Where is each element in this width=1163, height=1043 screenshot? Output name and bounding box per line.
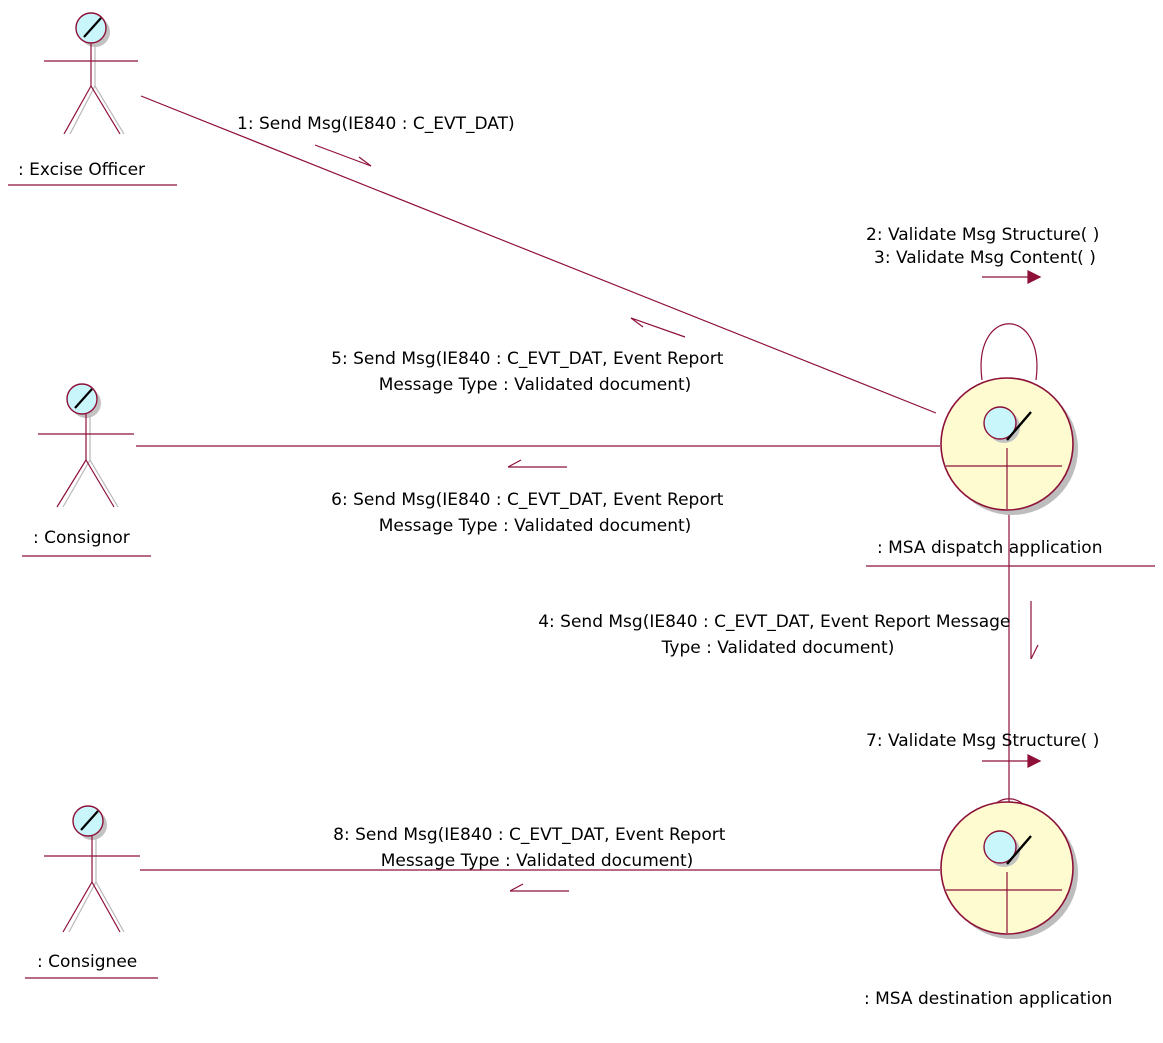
message-arrow-5 bbox=[630, 317, 686, 338]
actor-consignor bbox=[38, 383, 134, 508]
message-label-2: 2: Validate Msg Structure( ) bbox=[866, 225, 1099, 245]
message-label-4-line-1: 4: Send Msg(IE840 : C_EVT_DAT, Event Rep… bbox=[538, 612, 1010, 632]
message-label-8-line-2: Message Type : Validated document) bbox=[381, 851, 694, 871]
object-label-dispatch: : MSA dispatch application bbox=[877, 538, 1102, 558]
message-label-8-line-1: 8: Send Msg(IE840 : C_EVT_DAT, Event Rep… bbox=[333, 825, 726, 845]
message-label-6-line-2: Message Type : Validated document) bbox=[379, 516, 692, 536]
message-label-5-line-1: 5: Send Msg(IE840 : C_EVT_DAT, Event Rep… bbox=[331, 349, 724, 369]
message-label-4: 4: Send Msg(IE840 : C_EVT_DAT, Event Rep… bbox=[538, 612, 1016, 658]
link-excise-officer-dispatch bbox=[140, 95, 937, 414]
message-label-8: 8: Send Msg(IE840 : C_EVT_DAT, Event Rep… bbox=[333, 825, 731, 871]
message-label-5-line-2: Message Type : Validated document) bbox=[379, 375, 692, 395]
actor-consignee bbox=[44, 805, 140, 933]
message-arrow-4 bbox=[1030, 601, 1039, 660]
object-msa-dispatch-application bbox=[940, 377, 1078, 515]
message-label-1: 1: Send Msg(IE840 : C_EVT_DAT) bbox=[237, 114, 515, 134]
message-label-6-line-1: 6: Send Msg(IE840 : C_EVT_DAT, Event Rep… bbox=[331, 490, 724, 510]
message-label-4-line-2: Type : Validated document) bbox=[661, 638, 895, 658]
message-arrow-8 bbox=[509, 883, 569, 892]
message-label-5: 5: Send Msg(IE840 : C_EVT_DAT, Event Rep… bbox=[331, 349, 729, 395]
actor-excise-officer bbox=[44, 12, 138, 135]
self-loop-dispatch bbox=[980, 323, 1038, 381]
actor-label-excise-officer: : Excise Officer bbox=[18, 160, 145, 180]
message-arrow-1 bbox=[314, 144, 372, 167]
message-label-3: 3: Validate Msg Content( ) bbox=[874, 248, 1096, 268]
object-msa-destination-application bbox=[940, 801, 1078, 939]
object-label-destination: : MSA destination application bbox=[864, 989, 1112, 1009]
message-arrow-6 bbox=[507, 459, 567, 468]
actor-label-consignee: : Consignee bbox=[37, 952, 137, 972]
actor-label-consignor: : Consignor bbox=[33, 528, 130, 548]
message-label-7: 7: Validate Msg Structure( ) bbox=[866, 731, 1099, 751]
message-label-6: 6: Send Msg(IE840 : C_EVT_DAT, Event Rep… bbox=[331, 490, 729, 536]
